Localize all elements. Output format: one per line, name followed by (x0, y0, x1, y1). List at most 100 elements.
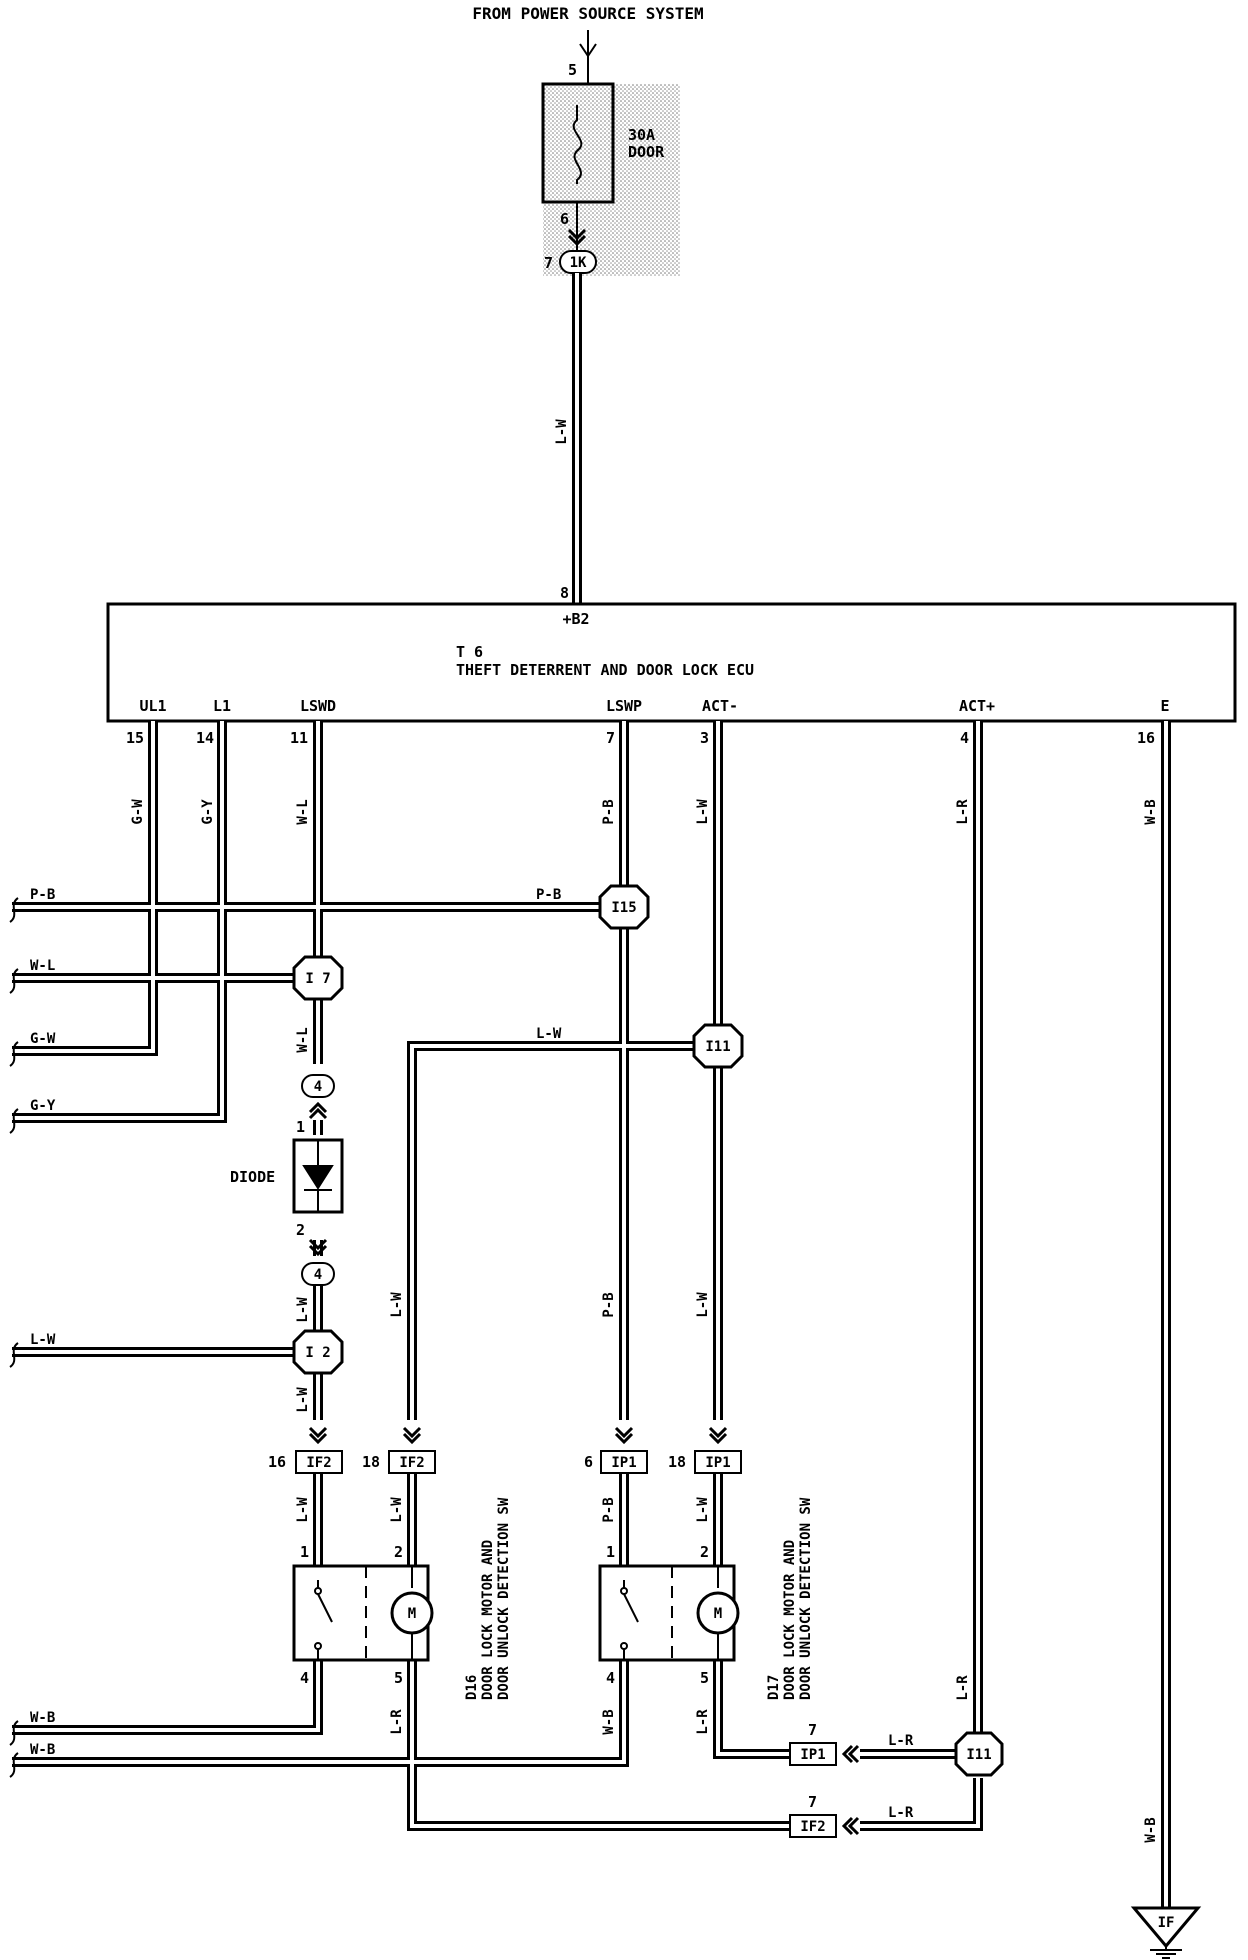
fuse-pin-in: 5 (568, 61, 577, 79)
wire-group (12, 721, 1171, 1908)
wire-core (12, 721, 224, 1120)
fuse-pin-out: 6 (560, 210, 569, 228)
wire-label-lw-d16-pin2: L-W (389, 1497, 405, 1523)
wire-label-act-minus: L-W (695, 799, 711, 825)
d16-pin-4: 4 (300, 1669, 309, 1687)
ecu-terminal-l1: L1 (213, 697, 231, 715)
wire-core (12, 721, 155, 1053)
ecu-pin-lswd: 11 (290, 729, 308, 747)
d17-pin-4: 4 (606, 1669, 615, 1687)
svg-text:6: 6 (584, 1453, 593, 1471)
wire-label-wb-d17: W-B (601, 1709, 617, 1734)
wire-label-lr-d17: L-R (695, 1709, 711, 1735)
component-d16: M (292, 1564, 434, 1662)
chevron-left-icon (841, 1744, 860, 1764)
svg-text:I 2: I 2 (305, 1345, 330, 1361)
wire-core (12, 1660, 626, 1764)
wire-label-lswp: P-B (601, 799, 617, 824)
diode-pin-bottom: 2 (296, 1221, 305, 1239)
diode-label: DIODE (230, 1168, 275, 1186)
junction-i11-bottom: I11 (954, 1731, 1004, 1777)
fuse-connector-pin: 7 (544, 254, 553, 272)
d17-line2: DOOR UNLOCK DETECTION SW (798, 1497, 814, 1700)
ecu-pin-act-minus: 3 (700, 729, 709, 747)
ecu-pin-e: 16 (1137, 729, 1155, 747)
junction-i15: I15 (598, 884, 650, 930)
header-text: FROM POWER SOURCE SYSTEM (472, 4, 703, 23)
connector-if2-a: IF2 16 (268, 1450, 343, 1474)
d16-pin-5: 5 (394, 1669, 403, 1687)
d17-pin-5: 5 (700, 1669, 709, 1687)
svg-text:I11: I11 (966, 1747, 991, 1763)
svg-text:IF2: IF2 (399, 1455, 424, 1471)
d16-code: D16 (464, 1675, 480, 1700)
fuse-rating: 30A (628, 126, 655, 144)
wire-label-lw-d17-in: L-W (695, 1292, 711, 1318)
ecu-pin-ul1: 15 (126, 729, 144, 747)
fuse-box (541, 82, 615, 204)
wire-core (12, 1660, 320, 1732)
wire-label-lw-cross: L-W (536, 1026, 562, 1042)
wire-label-wb-1: W-B (30, 1710, 55, 1726)
connector-ip1-a: IP1 6 (584, 1450, 648, 1474)
svg-text:7: 7 (808, 1793, 817, 1811)
svg-text:IP1: IP1 (611, 1455, 636, 1471)
svg-text:IF2: IF2 (306, 1455, 331, 1471)
connector-ip1-c: IP1 7 (789, 1721, 837, 1766)
ecu-box (106, 602, 1237, 723)
d16-line2: DOOR UNLOCK DETECTION SW (496, 1497, 512, 1700)
connector-if2-b: IF2 18 (362, 1450, 436, 1474)
svg-text:M: M (714, 1606, 722, 1622)
wire (860, 1778, 983, 1831)
wire-label-gw-left: G-W (30, 1031, 56, 1047)
wire-label-wb-2: W-B (30, 1742, 55, 1758)
junction-i11-top: I11 (692, 1023, 744, 1069)
ecu-pin-l1: 14 (196, 729, 214, 747)
wire-core (716, 1660, 790, 1756)
wire-label-lw-d17-pin2: L-W (695, 1497, 711, 1523)
wire-label-lw-left: L-W (30, 1332, 56, 1348)
wire-label-wb-ground: W-B (1143, 1817, 1159, 1842)
wire-label-act-plus: L-R (955, 799, 971, 825)
diode-connector-top-label: 4 (314, 1079, 322, 1095)
wire-label-wl-below: W-L (295, 1027, 311, 1052)
wire-label-lswd: W-L (295, 799, 311, 824)
d17-pin-2: 2 (700, 1543, 709, 1561)
connector-if2-c: IF2 7 (789, 1793, 837, 1838)
connector-ip1-b: IP1 18 (668, 1450, 742, 1474)
wire-label-lw-d16-in: L-W (389, 1292, 405, 1318)
wire-label-pb-d17-pin1: P-B (601, 1497, 617, 1522)
ecu-pin-act-plus: 4 (960, 729, 969, 747)
chevron-down-icon (308, 1238, 328, 1257)
wire-label-pb-d17-in: P-B (601, 1292, 617, 1317)
wire-label-lw-diode-low: L-W (295, 1297, 311, 1323)
ecu-input-name: +B2 (562, 610, 589, 628)
svg-text:I 7: I 7 (305, 971, 330, 987)
chevron-down-icons (308, 1426, 728, 1445)
wire-label-pb-mid: P-B (536, 887, 561, 903)
chevron-up-icon (308, 1101, 328, 1120)
wire-label-lr-d16: L-R (389, 1709, 405, 1735)
svg-text:I11: I11 (705, 1039, 730, 1055)
ecu-pin-lswp: 7 (606, 729, 615, 747)
wire-labels: G-W G-Y W-L P-B L-W L-R W-B W-L L-W L-W … (130, 799, 1159, 1843)
svg-text:18: 18 (668, 1453, 686, 1471)
wire-label-lw-i2-low: L-W (295, 1387, 311, 1413)
d17-code: D17 (766, 1675, 782, 1700)
svg-text:IF2: IF2 (800, 1819, 825, 1835)
wire-core (860, 1778, 980, 1828)
wire (12, 1660, 323, 1735)
ground-symbol: IF (1130, 1906, 1202, 1959)
wire-label-lr-ip1: L-R (888, 1733, 914, 1749)
ecu-input-pin: 8 (560, 584, 569, 602)
ecu-name: THEFT DETERRENT AND DOOR LOCK ECU (456, 661, 754, 679)
svg-text:7: 7 (808, 1721, 817, 1739)
wire-core (410, 1660, 790, 1828)
fuse-element-icon (572, 105, 583, 184)
ecu-terminal-act-plus: ACT+ (959, 697, 995, 715)
wire (713, 1660, 790, 1759)
diode-connector-bottom (301, 1262, 335, 1286)
component-d17: M (598, 1564, 740, 1662)
wire-label-pb-left: P-B (30, 887, 55, 903)
wire (12, 721, 158, 1056)
